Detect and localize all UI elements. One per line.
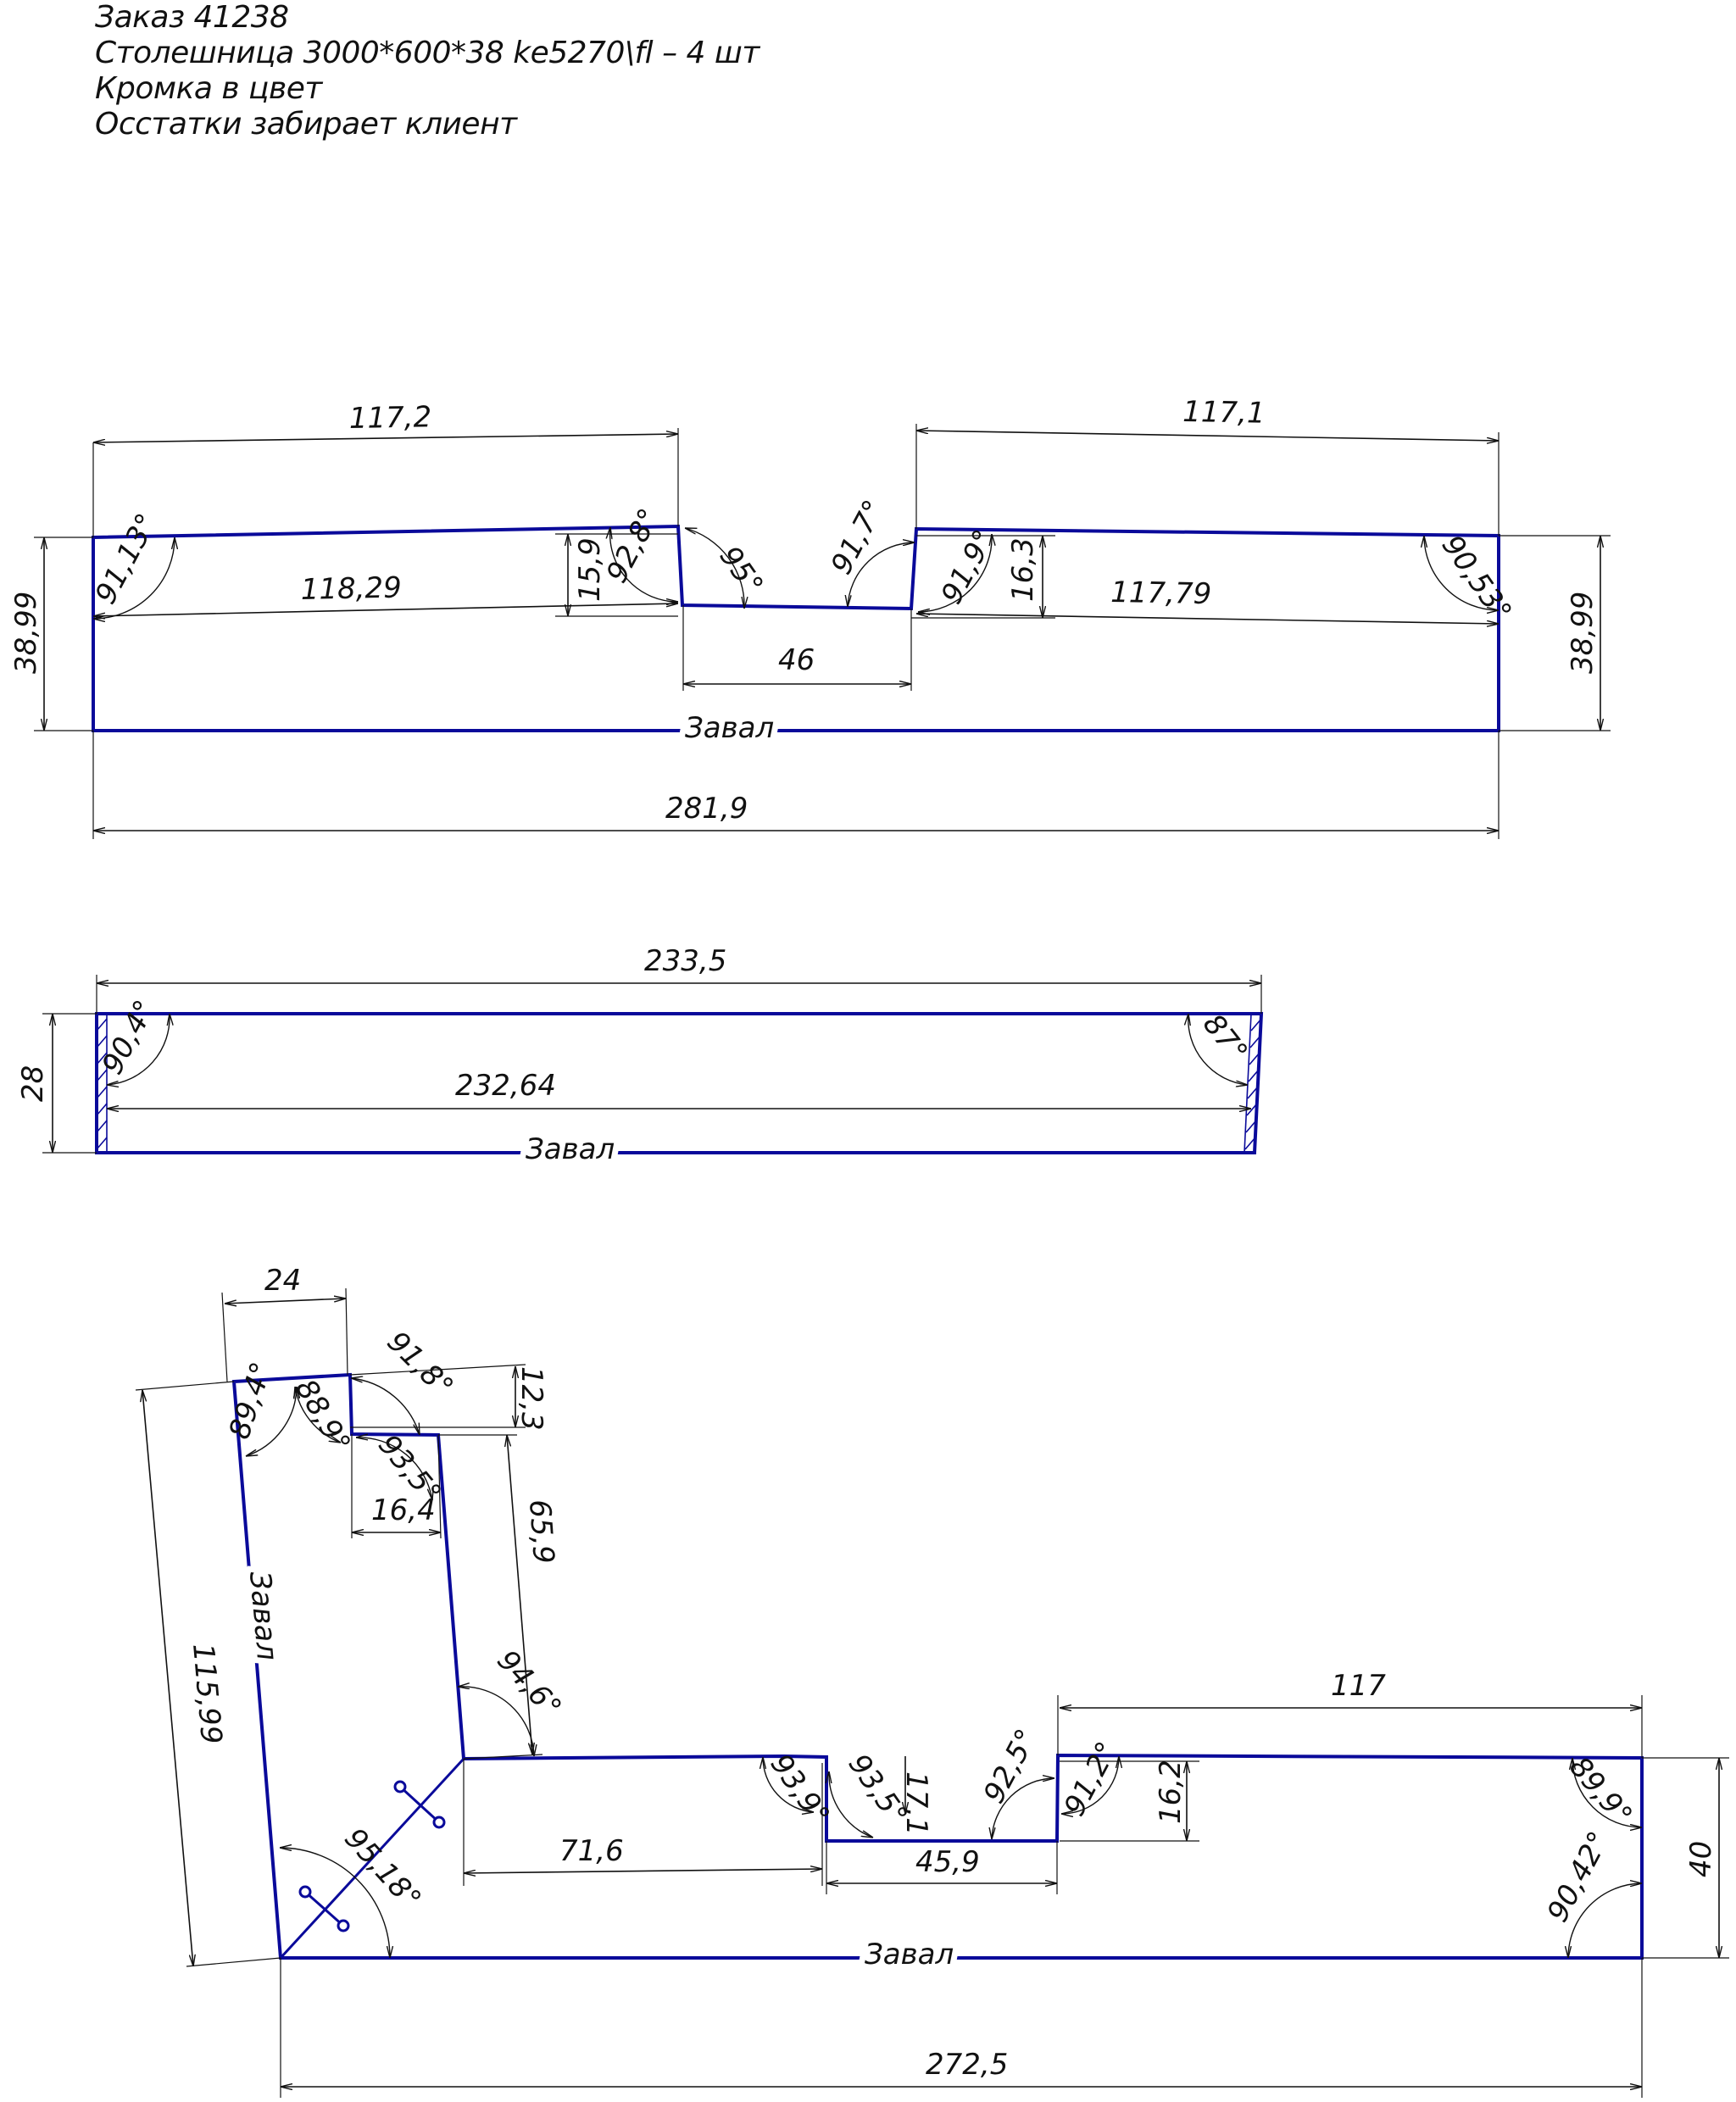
part-1: 117,2 117,1 118,29 117,79 15,9 16,3 46 3… <box>9 395 1611 839</box>
part-1-dim-inner-left: 118,29 <box>300 571 402 607</box>
part-2: 233,5 232,64 28 90,4° 87° Завал <box>16 944 1264 1172</box>
part-2-dim-height: 28 <box>16 1065 50 1102</box>
leftovers-note: Осстатки забирает клиент <box>95 107 517 142</box>
part-3-dim-total: 272,5 <box>926 2048 1008 2082</box>
part-3-ang-joint: 95,18° <box>337 1821 427 1916</box>
part-2-outline <box>95 1012 1264 1154</box>
part-3-dim-step: 12,3 <box>515 1366 548 1431</box>
part-3-ang-corner-a: 89,4° <box>223 1358 280 1443</box>
part-2-edge-label: Завал <box>526 1132 615 1166</box>
part-3-dim-leg-length: 115,99 <box>186 1642 228 1745</box>
part-1-ang-step-right: 91,9° <box>935 525 1002 610</box>
order-notes: Заказ 41238 Столешница 3000*600*38 ke527… <box>95 0 760 142</box>
part-2-ang-right: 87° <box>1196 1008 1255 1069</box>
part-3-ang-right-top: 89,9° <box>1562 1750 1639 1832</box>
part-1-dim-total: 281,9 <box>665 792 748 826</box>
part-1-ang-left: 91,13° <box>89 508 164 609</box>
order-number: Заказ 41238 <box>95 0 289 35</box>
part-3-ang-notch-3: 92,5° <box>977 1724 1044 1810</box>
part-3-edge-label-leg: Завал <box>242 1570 284 1661</box>
part-3: 24 115,99 12,3 65,9 16,4 71,6 45,9 17,1 … <box>135 1264 1729 2098</box>
part-1-dim-notch: 46 <box>778 643 815 677</box>
part-1-dim-height-left: 38,99 <box>9 592 43 674</box>
part-1-dim-height-right: 38,99 <box>1566 592 1600 674</box>
part-3-ang-top-step: 91,8° <box>381 1325 460 1404</box>
part-3-dim-inner-width: 16,4 <box>371 1493 436 1527</box>
part-3-dim-top: 24 <box>264 1264 301 1298</box>
part-3-edge-label-bottom: Завал <box>865 1938 954 1971</box>
part-1-dim-step-left: 15,9 <box>573 537 607 602</box>
material-spec: Столешница 3000*600*38 ke5270\fl – 4 шт <box>95 36 760 70</box>
part-1-ang-step-left: 92,8° <box>600 503 667 589</box>
part-3-dim-notch-depth-right: 16,2 <box>1154 1760 1188 1824</box>
part-2-dim-inner: 232,64 <box>455 1069 556 1103</box>
edge-note: Кромка в цвет <box>95 71 322 106</box>
part-3-dim-notch-depth-left: 17,1 <box>899 1771 933 1836</box>
part-2-dim-total: 233,5 <box>644 944 726 978</box>
part-1-ang-notch-right: 91,7° <box>825 495 892 581</box>
part-3-ang-corner-b: 88,9° <box>288 1374 357 1459</box>
part-1-dim-top-left: 117,2 <box>348 400 431 436</box>
part-3-dim-inner-leg: 65,9 <box>522 1499 560 1565</box>
part-1-dim-inner-right: 117,79 <box>1110 576 1212 611</box>
part-1-outline <box>92 524 1500 732</box>
part-3-dim-height: 40 <box>1684 1841 1718 1877</box>
part-1-ang-right: 90,53° <box>1435 529 1518 628</box>
part-3-dim-top-right: 117 <box>1331 1669 1386 1703</box>
part-1-dim-step-right: 16,3 <box>1006 537 1040 602</box>
part-3-dim-run-left: 71,6 <box>559 1834 624 1868</box>
part-3-ang-right-bottom: 90,42° <box>1541 1826 1616 1927</box>
part-1-dim-top-right: 117,1 <box>1182 395 1266 431</box>
part-1-edge-label: Завал <box>685 711 774 745</box>
part-3-dim-notch: 45,9 <box>915 1845 980 1879</box>
